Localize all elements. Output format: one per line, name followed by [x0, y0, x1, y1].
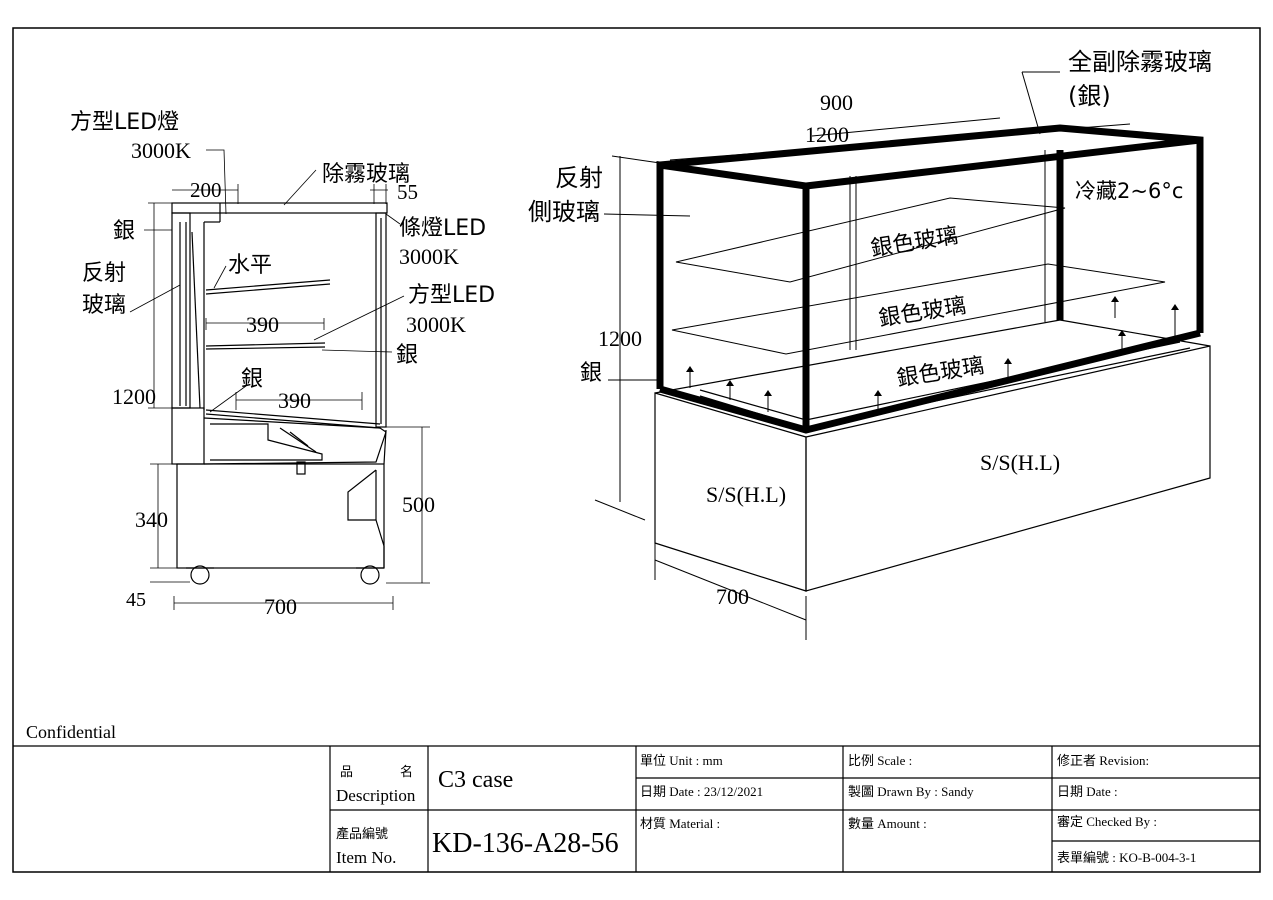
- iso-view: 全副除霧玻璃 (銀) 900 1200 反射 側玻璃 冷藏2~6°c 銀色玻璃 …: [528, 48, 1212, 640]
- iso-dim-700: 700: [716, 584, 749, 609]
- side-reflect-label-2: 玻璃: [82, 293, 126, 318]
- side-led-square-mid-k: 3000K: [406, 312, 466, 337]
- iso-reflect-side-1: 反射: [555, 164, 603, 192]
- tb-rev-date: 日期 Date :: [1057, 784, 1118, 799]
- side-dim-340: 340: [135, 507, 168, 532]
- side-silver-low-label: 銀: [241, 367, 263, 392]
- tb-form-no: 表單編號 : KO-B-004-3-1: [1057, 850, 1196, 865]
- tb-material: 材質 Material :: [640, 816, 720, 831]
- side-dim-390-lower: 390: [278, 388, 311, 413]
- tb-date: 日期 Date : 23/12/2021: [640, 784, 763, 799]
- iso-full-defog-silver: (銀): [1068, 82, 1111, 110]
- side-defog-glass-label: 除霧玻璃: [322, 162, 410, 187]
- side-silver-top-label: 銀: [113, 219, 135, 244]
- side-view: 方型LED燈 3000K 200 除霧玻璃 55 銀 條燈LED 3000K 反…: [70, 110, 495, 619]
- side-led-square-mid-label: 方型LED: [408, 283, 495, 308]
- side-dim-500: 500: [402, 492, 435, 517]
- side-led-square-k: 3000K: [131, 138, 191, 163]
- iso-dim-900: 900: [820, 90, 853, 115]
- tb-item-cjk: 產品編號: [336, 826, 388, 842]
- side-dim-200: 200: [190, 178, 222, 202]
- tb-item-value: KD-136-A28-56: [432, 828, 619, 859]
- side-dim-45: 45: [126, 589, 146, 611]
- side-level-label: 水平: [228, 253, 272, 278]
- iso-cold-temp-label: 冷藏2~6°c: [1075, 179, 1183, 203]
- tb-name-cjk-1: 品: [340, 765, 353, 780]
- tb-drawn-by: 製圖 Drawn By : Sandy: [848, 784, 974, 799]
- side-dim-390-upper: 390: [246, 312, 279, 337]
- side-dim-700: 700: [264, 594, 297, 619]
- side-strip-led-k: 3000K: [399, 244, 459, 269]
- side-reflect-label-1: 反射: [82, 261, 126, 286]
- side-dim-1200: 1200: [112, 384, 156, 409]
- iso-silver-glass-2: 銀色玻璃: [877, 293, 968, 331]
- iso-ss-side: S/S(H.L): [980, 450, 1060, 475]
- confidential-label: Confidential: [26, 722, 116, 742]
- iso-dim-1200-side: 1200: [598, 326, 642, 351]
- tb-description-label: Description: [336, 786, 416, 805]
- tb-scale: 比例 Scale :: [848, 753, 912, 768]
- side-dim-55: 55: [397, 180, 418, 204]
- title-block: 品 名 Description C3 case 產品編號 Item No. KD…: [13, 745, 1260, 872]
- iso-ss-front: S/S(H.L): [706, 482, 786, 507]
- side-strip-led-label: 條燈LED: [399, 216, 486, 241]
- iso-reflect-side-2: 側玻璃: [528, 198, 600, 226]
- side-silver-mid-label: 銀: [396, 343, 418, 368]
- tb-amount: 數量 Amount :: [848, 816, 927, 831]
- iso-silver-label: 銀: [580, 361, 602, 386]
- tb-name-cjk-2: 名: [400, 764, 413, 780]
- iso-silver-glass-1: 銀色玻璃: [869, 223, 960, 261]
- tb-checked-by: 審定 Checked By :: [1057, 814, 1157, 829]
- tb-revision: 修正者 Revision:: [1057, 753, 1149, 768]
- tb-description-value: C3 case: [438, 767, 513, 793]
- side-led-square-label: 方型LED燈: [70, 110, 179, 135]
- tb-unit: 單位 Unit : mm: [640, 753, 723, 768]
- tb-item-label: Item No.: [336, 848, 396, 867]
- iso-full-defog-label: 全副除霧玻璃: [1068, 48, 1212, 76]
- iso-dim-1200-top: 1200: [805, 122, 849, 147]
